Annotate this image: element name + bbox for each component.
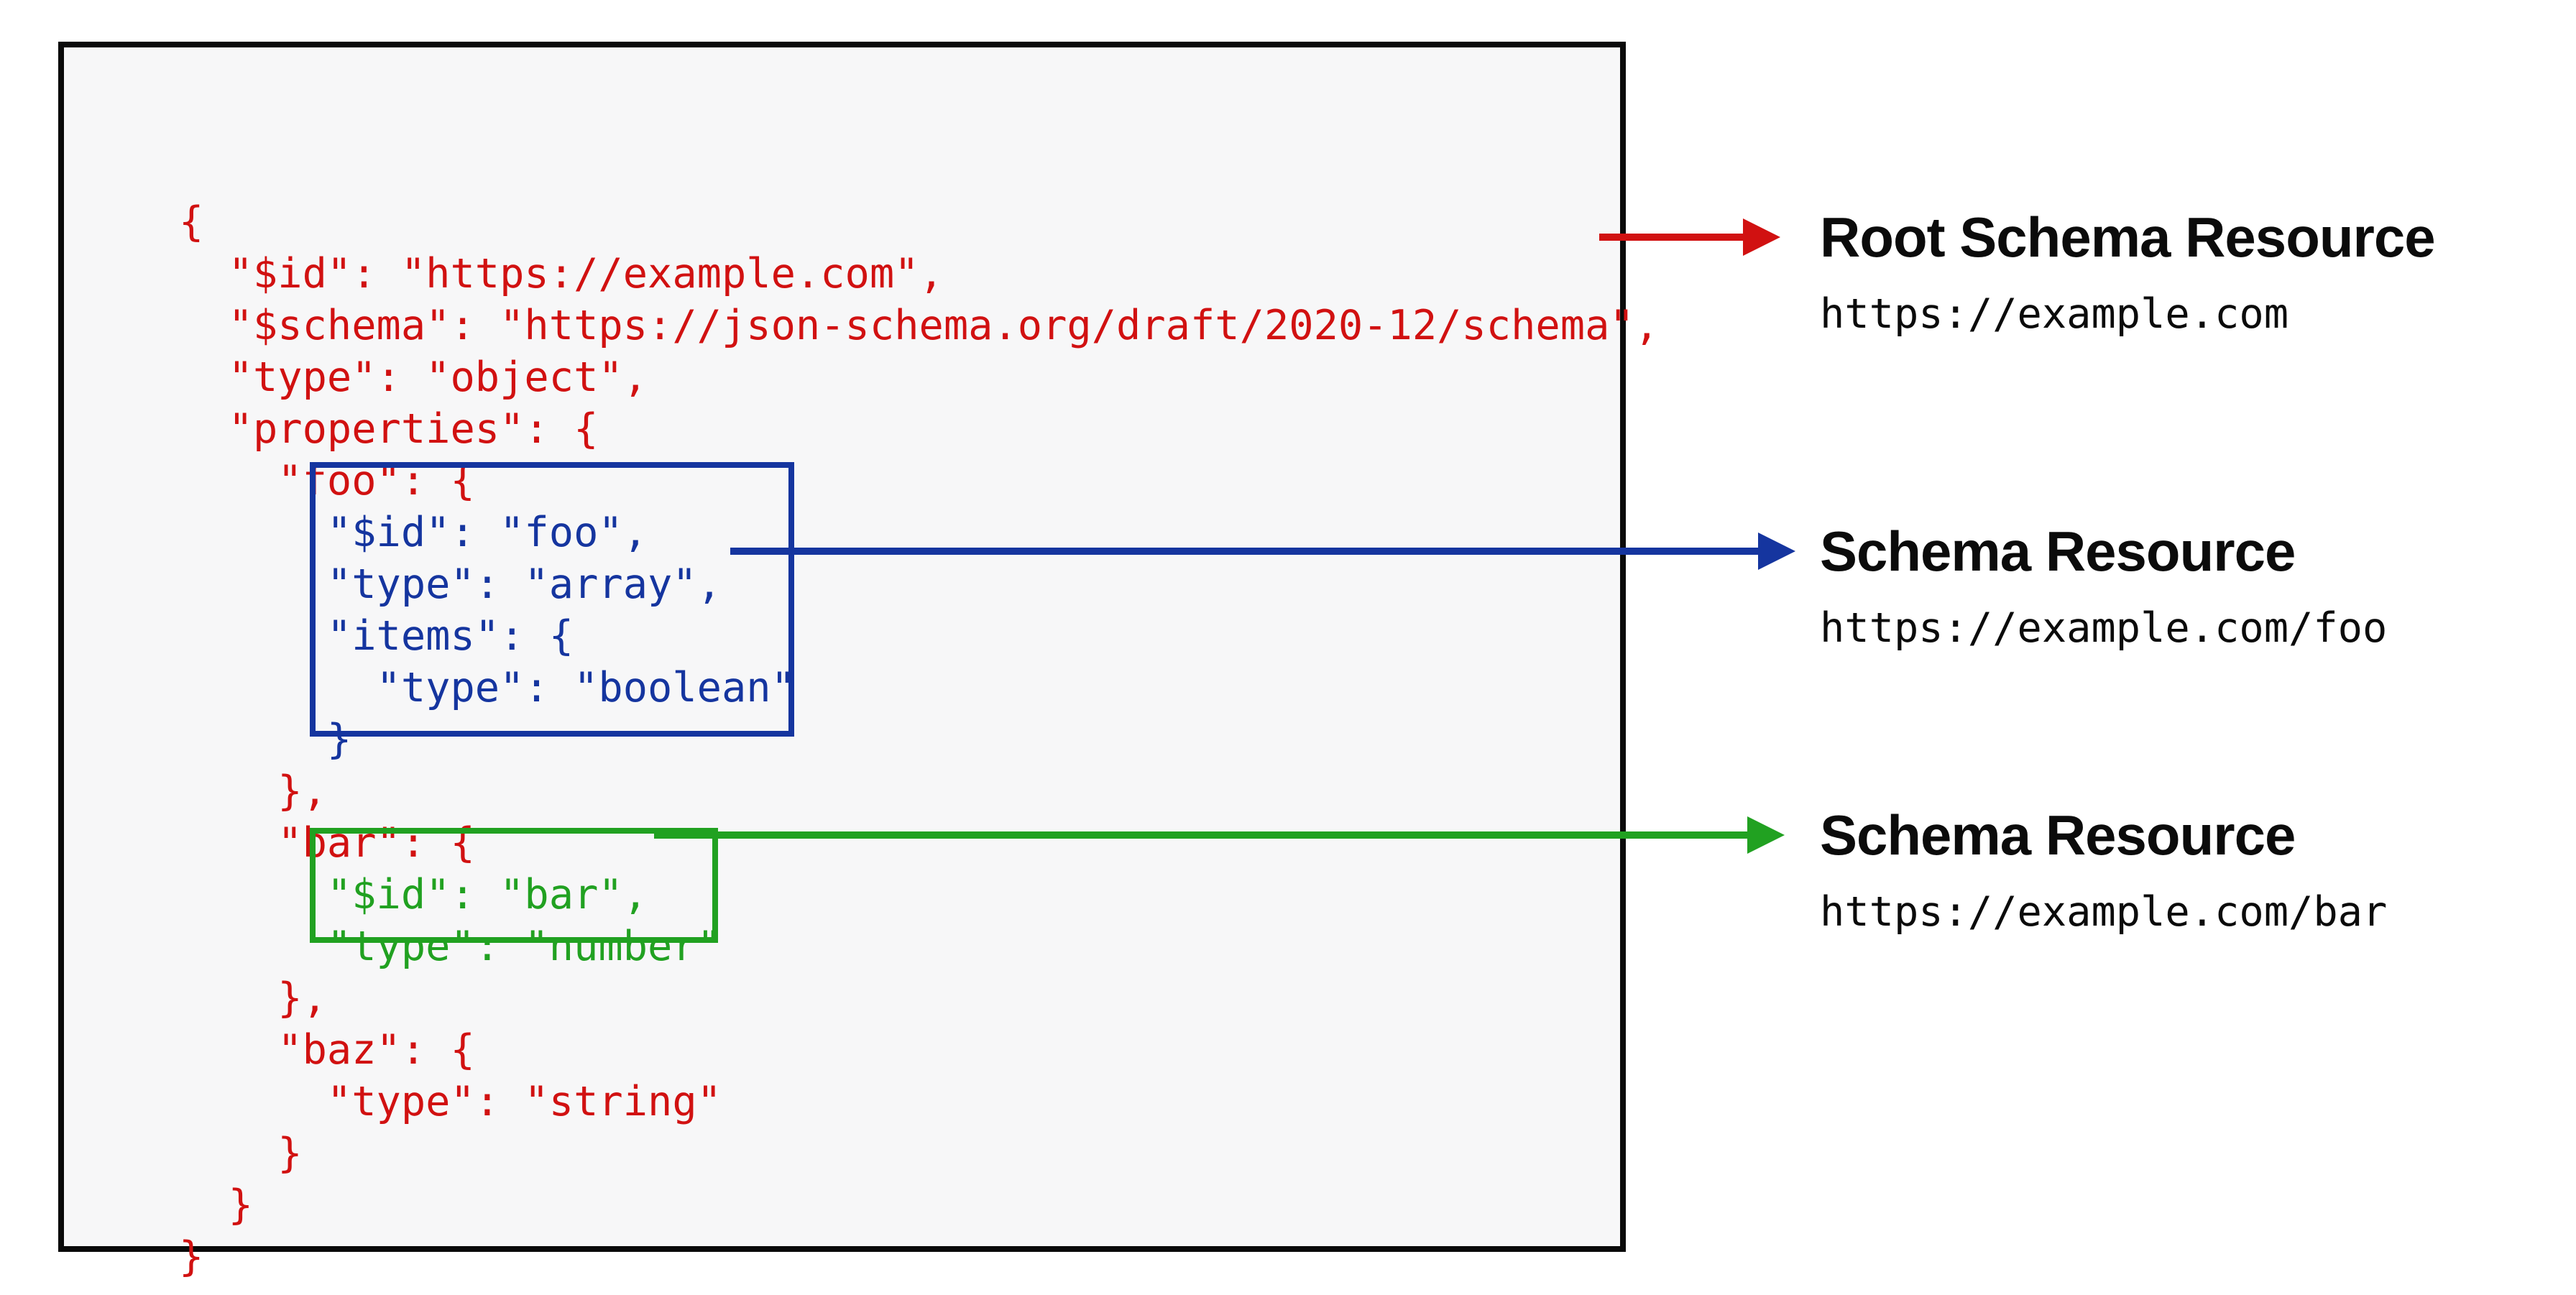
root-schema-resource-title: Root Schema Resource <box>1820 206 2436 269</box>
code-line: "$id": "bar", <box>179 871 648 918</box>
code-line: }, <box>179 768 327 815</box>
code-line: "properties": { <box>179 405 599 453</box>
code-line: "$id": "foo", <box>179 509 648 556</box>
bar-schema-resource-url: https://example.com/bar <box>1820 888 2388 936</box>
schema-code-panel: { "$id": "https://example.com", "$schema… <box>58 42 1659 1281</box>
code-line: }, <box>179 974 327 1022</box>
code-line: } <box>179 716 352 763</box>
code-line: "items": { <box>179 612 574 660</box>
code-line: } <box>179 1181 253 1229</box>
code-line: "$id": "https://example.com", <box>179 250 944 298</box>
code-line: } <box>179 1130 303 1177</box>
code-line: "type": "object", <box>179 354 648 401</box>
root-schema-arrow <box>1599 218 1780 256</box>
code-line: } <box>179 1233 204 1281</box>
code-line: "type": "string" <box>179 1078 722 1125</box>
code-line: "type": "array", <box>179 561 722 608</box>
bar-schema-resource-title: Schema Resource <box>1820 803 2296 867</box>
foo-schema-arrow <box>730 533 1795 570</box>
json-schema-code: { "$id": "https://example.com", "$schema… <box>179 196 1659 1283</box>
code-line: "baz": { <box>179 1026 475 1074</box>
bar-schema-arrow <box>654 816 1785 854</box>
code-line: { <box>179 198 204 246</box>
foo-schema-resource-url: https://example.com/foo <box>1820 604 2388 652</box>
code-line: "type": "number" <box>179 923 722 970</box>
code-line: "type": "boolean" <box>179 664 796 711</box>
root-schema-resource-url: https://example.com <box>1820 290 2289 338</box>
bar-schema-highlight-box <box>310 828 718 943</box>
foo-schema-resource-title: Schema Resource <box>1820 520 2296 583</box>
code-line: "bar": { <box>179 819 475 867</box>
foo-schema-highlight-box <box>310 462 794 737</box>
code-line: "$schema": "https://json-schema.org/draf… <box>179 302 1660 349</box>
